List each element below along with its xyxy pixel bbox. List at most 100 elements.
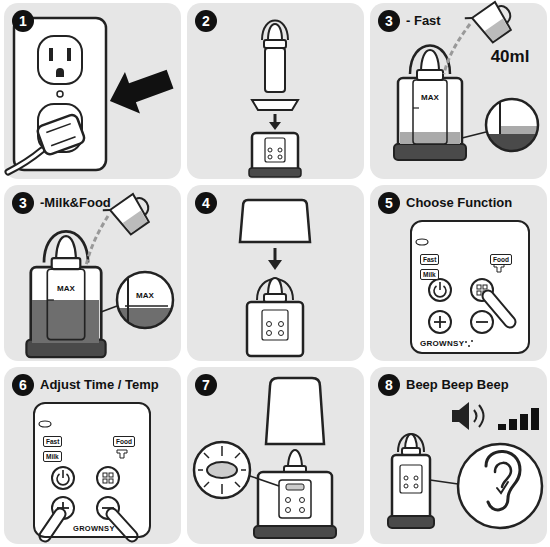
warmer-fast-fill <box>486 96 540 154</box>
warmer-beep <box>400 465 422 493</box>
control-face <box>468 345 470 347</box>
control-face <box>39 421 51 427</box>
mode-button: Fast <box>43 436 62 447</box>
power-plug <box>8 113 86 172</box>
warmer-fast-fill <box>394 46 466 161</box>
mode-button: Food <box>490 254 512 265</box>
warmer-beep <box>495 463 511 487</box>
warmer-beep <box>458 444 542 528</box>
step-badge: 5 Choose Function <box>378 192 512 214</box>
lid-and-warmer <box>279 331 284 336</box>
mode-button: Milk <box>43 451 62 462</box>
callout-number: 5 <box>378 192 400 214</box>
control-face <box>410 220 530 354</box>
bottle-with-adapter <box>252 133 298 173</box>
warmer-fast-fill <box>462 132 486 138</box>
control-face <box>471 311 493 333</box>
wall-outlet <box>38 36 82 84</box>
wall-outlet <box>14 18 106 170</box>
warmer-running <box>254 526 336 538</box>
control-face <box>465 341 467 343</box>
button-label: Milk <box>423 270 436 279</box>
power-plug <box>46 124 70 133</box>
step-heading: Choose Function <box>406 195 512 211</box>
control-face <box>429 311 451 333</box>
warmer-beep <box>388 402 542 528</box>
control-face <box>439 316 441 328</box>
warmer-running <box>194 378 336 538</box>
warmer-milk-fill <box>86 216 108 266</box>
bottle-with-adapter <box>268 148 272 152</box>
step-heading: - Fast <box>406 13 441 29</box>
warmer-running <box>194 442 250 498</box>
button-label: Milk <box>46 452 59 461</box>
control-face <box>103 473 107 477</box>
step-badge: 2 <box>195 10 217 32</box>
callout-number: 6 <box>12 374 34 396</box>
warmer-beep <box>392 455 430 519</box>
warmer-running <box>279 480 311 518</box>
bottle-with-adapter <box>265 138 285 162</box>
warmer-running <box>286 484 304 490</box>
control-face <box>471 340 473 342</box>
warmer-beep <box>388 516 434 528</box>
step-badge: 7 <box>195 374 217 396</box>
warmer-fast-fill <box>444 24 470 74</box>
step-badge: 4 <box>195 192 217 214</box>
control-face <box>112 514 132 536</box>
warmer-running <box>241 469 246 471</box>
insert-arrow <box>102 58 177 121</box>
power-plug <box>8 150 42 172</box>
button-label: Food <box>116 437 132 446</box>
wall-outlet <box>56 68 64 77</box>
warmer-beep <box>404 476 408 480</box>
wall-outlet <box>14 18 106 170</box>
warmer-milk-fill <box>117 272 173 328</box>
warmer-milk-fill <box>26 187 173 357</box>
control-face <box>476 321 488 323</box>
warmer-running <box>207 462 237 478</box>
panel-ground <box>370 185 547 361</box>
warmer-beep <box>520 414 528 430</box>
warmer-running <box>286 508 291 513</box>
control-face <box>109 479 113 483</box>
brand-name: GROWNSY <box>420 340 464 348</box>
panel-ground <box>187 3 364 179</box>
lid-and-warmer <box>267 322 272 327</box>
warmer-fast-fill <box>465 0 519 48</box>
max-mark: MAX <box>57 285 75 293</box>
bottle-with-adapter <box>252 100 298 110</box>
control-panel: GROWNSYFastMilkFood <box>33 402 151 538</box>
callout-number: 1 <box>12 10 34 32</box>
warmer-beep <box>531 408 539 430</box>
bottle-with-adapter <box>269 122 281 130</box>
max-mark: MAX <box>136 292 154 300</box>
warmer-beep <box>486 451 520 509</box>
warmer-milk-fill <box>117 272 173 330</box>
mode-button: Milk <box>420 269 439 280</box>
callout-number: 7 <box>195 374 217 396</box>
warmer-running <box>204 453 209 458</box>
power-plug <box>36 113 86 156</box>
button-label: Fast <box>423 255 436 264</box>
warmer-beep <box>498 424 506 430</box>
panel-ground <box>187 367 364 544</box>
control-face <box>416 239 428 245</box>
mode-button: Food <box>113 436 135 447</box>
control-face <box>488 296 510 322</box>
control-face <box>52 467 74 489</box>
panel-ground <box>370 3 547 179</box>
warmer-fast-fill <box>486 99 538 151</box>
warmer-milk-fill <box>47 269 84 339</box>
warmer-running <box>204 482 209 487</box>
control-face <box>97 467 119 489</box>
warmer-milk-fill <box>103 187 157 240</box>
warmer-running <box>258 472 332 530</box>
warmer-running <box>221 484 223 494</box>
lid-and-warmer <box>268 260 282 270</box>
max-mark: MAX <box>421 94 439 102</box>
panel-ground <box>4 185 181 361</box>
wall-outlet <box>67 48 71 61</box>
control-face <box>494 264 504 272</box>
